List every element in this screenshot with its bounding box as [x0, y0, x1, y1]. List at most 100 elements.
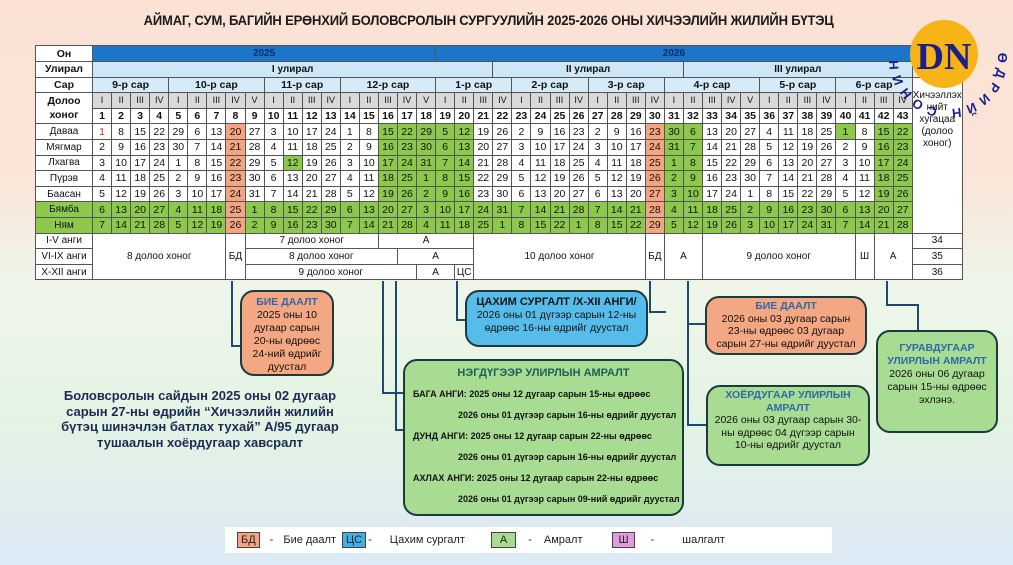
- day-cell: 14: [206, 138, 227, 156]
- day-cell: 12: [778, 138, 799, 156]
- week-roman: III: [473, 92, 494, 109]
- legend: БД - Бие даалт ЦС - Цахим сургалт А - Ам…: [225, 527, 832, 553]
- day-cell: 7: [339, 216, 360, 234]
- day-cell: 3: [511, 138, 532, 156]
- day-cell: 22: [225, 154, 246, 172]
- week-number: 32: [682, 107, 704, 125]
- break-line: ДУНД АНГИ: 2025 оны 12 дугаар сарын 22-н…: [413, 431, 652, 441]
- day-cell: 4: [339, 170, 360, 187]
- day-cell: 6: [339, 201, 360, 218]
- break-line: 2026 оны 01 дүгээр сарын 16-ны өдрийг ду…: [458, 452, 677, 462]
- legend-sh-label: шалгалт: [682, 534, 725, 546]
- day-cell: 25: [149, 170, 170, 187]
- day-cell: 8: [854, 123, 875, 140]
- day-cell: 8: [111, 123, 132, 140]
- week-number: 40: [835, 107, 856, 125]
- day-cell: 15: [206, 154, 227, 172]
- day-cell: 19: [130, 185, 151, 203]
- day-cell: 20: [301, 170, 322, 187]
- week-number: 2: [111, 107, 132, 125]
- day-cell: 25: [892, 170, 913, 187]
- period-weeks: 8 долоо хоног: [244, 248, 398, 265]
- day-cell: 1: [168, 154, 189, 172]
- day-cell: 1: [416, 170, 437, 187]
- day-cell: 10: [530, 138, 551, 156]
- day-cell: 28: [492, 154, 513, 172]
- day-cell: 19: [701, 216, 723, 234]
- day-cell: 21: [473, 154, 494, 172]
- day-cell: 25: [721, 201, 742, 218]
- day-cell: 21: [377, 216, 399, 234]
- day-cell: 27: [492, 138, 513, 156]
- week-number: 1: [91, 107, 113, 125]
- day-cell: 22: [149, 123, 170, 140]
- day-cell: 19: [473, 123, 494, 140]
- day-cell: 25: [568, 154, 589, 172]
- week-number: 41: [854, 107, 875, 125]
- day-cell: 19: [797, 138, 818, 156]
- day-cell: 13: [854, 201, 875, 218]
- day-cell: 6: [187, 123, 208, 140]
- week-number: 9: [244, 107, 265, 125]
- day-cell: 27: [816, 154, 837, 172]
- week-roman: I: [91, 92, 113, 109]
- day-cell: 11: [282, 138, 303, 156]
- day-cell: 28: [396, 216, 418, 234]
- day-cell: 13: [358, 201, 379, 218]
- day-cell: 28: [816, 170, 837, 187]
- day-cell: 5: [835, 185, 856, 203]
- day-cell: 30: [244, 170, 265, 187]
- day-cell: 8: [511, 216, 532, 234]
- day-cell: 13: [778, 154, 799, 172]
- week-number: 23: [511, 107, 532, 125]
- day-cell: 17: [778, 216, 799, 234]
- day-cell: 26: [320, 154, 341, 172]
- day-cell: 25: [225, 201, 246, 218]
- week-roman: IV: [396, 92, 418, 109]
- day-cell: 24: [568, 138, 589, 156]
- semester-header: III улирал: [682, 61, 913, 78]
- day-cell: 1: [740, 185, 761, 203]
- holiday-cell: А: [873, 232, 913, 281]
- day-cell: 20: [377, 201, 399, 218]
- day-cell: 3: [587, 138, 608, 156]
- day-cell: 12: [682, 216, 704, 234]
- week-roman: III: [873, 92, 894, 109]
- legend-a-label: Амралт: [543, 534, 583, 546]
- week-number: 7: [206, 107, 227, 125]
- week-roman: II: [358, 92, 379, 109]
- legend-a-swatch: А: [490, 532, 517, 548]
- daily-news-logo: DN ӨДРИЙН СОНИН DAILY NEWS: [879, 0, 1008, 121]
- semester-header: II улирал: [492, 61, 684, 78]
- day-cell: 23: [301, 216, 322, 234]
- day-cell: 21: [130, 216, 151, 234]
- week-roman: II: [854, 92, 875, 109]
- week-number: 16: [377, 107, 399, 125]
- day-cell: 7: [835, 216, 856, 234]
- day-cell: 29: [492, 170, 513, 187]
- week-number: 4: [149, 107, 170, 125]
- day-cell: 12: [358, 185, 379, 203]
- day-cell: 1: [492, 216, 513, 234]
- day-cell: 5: [663, 216, 684, 234]
- day-cell: 10: [111, 154, 132, 172]
- day-cell: 23: [225, 170, 246, 187]
- day-cell: 3: [835, 154, 856, 172]
- day-cell: 14: [454, 154, 475, 172]
- day-cell: 22: [473, 170, 494, 187]
- self-study-cell: БД: [644, 232, 665, 281]
- day-cell: 15: [530, 216, 551, 234]
- week-roman: II: [778, 92, 799, 109]
- day-cell: 20: [797, 154, 818, 172]
- week-number: 29: [625, 107, 646, 125]
- day-cell: 26: [225, 216, 246, 234]
- day-cell: 17: [454, 201, 475, 218]
- day-cell: 29: [816, 185, 837, 203]
- day-cell: 14: [530, 201, 551, 218]
- day-cell: 1: [339, 123, 360, 140]
- day-cell: 16: [377, 138, 399, 156]
- day-cell: 7: [587, 201, 608, 218]
- day-cell: 2: [511, 123, 532, 140]
- week-number: 8: [225, 107, 246, 125]
- week-number: 42: [873, 107, 894, 125]
